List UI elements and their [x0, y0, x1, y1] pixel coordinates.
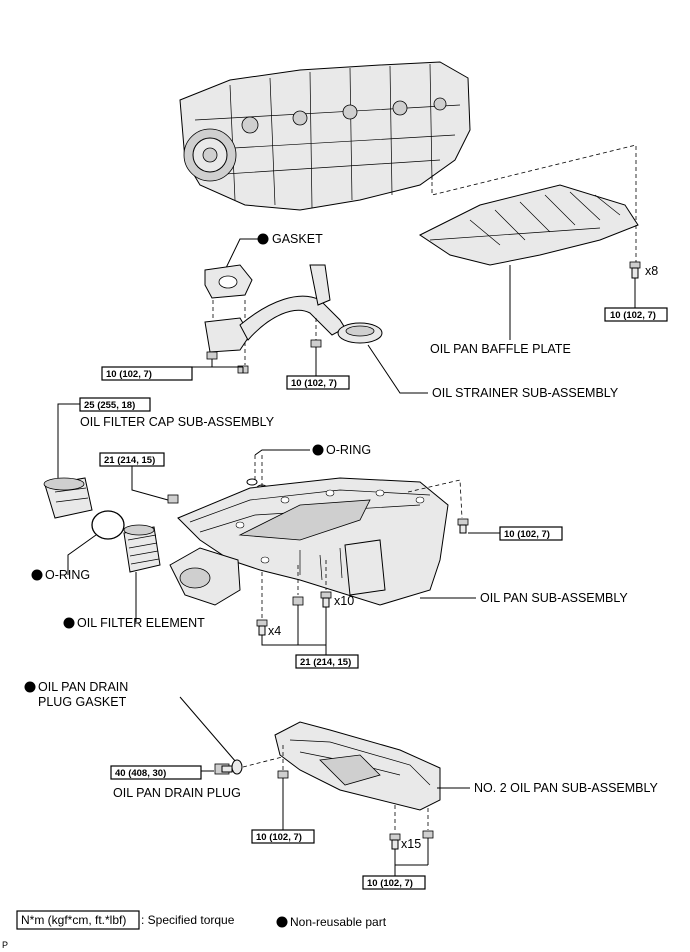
- corner-code: P: [2, 940, 8, 950]
- pan-bolt-x4-icon: [256, 619, 268, 636]
- strainer-nut-icon: [310, 339, 322, 348]
- no2-pan-bolts-torque: 10 (102, 7): [367, 878, 413, 889]
- strainer-torque: 10 (102, 7): [291, 378, 337, 389]
- gasket-nonreusable-dot: [257, 233, 269, 245]
- filter-o-ring-illustration: [91, 510, 125, 540]
- oil-pan-sub-assembly-label: OIL PAN SUB-ASSEMBLY: [480, 591, 628, 605]
- pan-bolt-right-torque: 10 (102, 7): [504, 529, 550, 540]
- oil-strainer-illustration: [204, 264, 383, 353]
- pan-bolts-bottom-torque-box: [295, 654, 359, 669]
- no2-pan-bolts-torque-box: [362, 875, 426, 890]
- gasket-torque-box: [101, 366, 193, 381]
- pan-bolt-x4-count: x4: [268, 624, 281, 638]
- no2-oil-pan-illustration: [274, 721, 441, 811]
- no2-pan-bolt-count: x15: [401, 837, 421, 851]
- no2-pan-stud-icon: [422, 830, 434, 839]
- filter-o-ring-label: O-RING: [45, 568, 90, 582]
- drain-plug-gasket-label-line1: OIL PAN DRAIN: [38, 680, 128, 694]
- strainer-torque-box: [286, 375, 350, 390]
- oil-filter-element-illustration: [123, 524, 161, 573]
- baffle-bolt-icon: [629, 261, 641, 279]
- oil-filter-element-label: OIL FILTER ELEMENT: [77, 616, 205, 630]
- no2-pan-nut-icon: [277, 770, 289, 779]
- legend-torque-text: : Specified torque: [141, 913, 235, 927]
- pan-stud-left-icon: [167, 494, 179, 504]
- pan-stud-bottom-icon: [292, 596, 304, 606]
- baffle-torque: 10 (102, 7): [610, 310, 656, 321]
- legend-torque-box: [16, 910, 140, 930]
- pan-bolt-x10-count: x10: [334, 594, 354, 608]
- oil-filter-cap-label: OIL FILTER CAP SUB-ASSEMBLY: [80, 415, 275, 429]
- oil-pan-drain-plug-illustration: [214, 759, 243, 775]
- baffle-torque-box: [604, 307, 668, 322]
- pan-bolt-right-torque-box: [499, 526, 563, 541]
- no2-pan-nut-torque-box: [251, 829, 315, 844]
- pan-bolt-x10-icon: [320, 591, 332, 608]
- filter-cap-torque: 25 (255, 18): [84, 400, 135, 411]
- gasket-nut-left-icon: [206, 351, 218, 360]
- drain-plug-gasket-label-line2: PLUG GASKET: [38, 695, 127, 709]
- legend-nonreusable-dot: [276, 916, 288, 928]
- pan-o-ring-label: O-RING: [326, 443, 371, 457]
- pan-stud-left-torque: 21 (214, 15): [104, 455, 155, 466]
- oil-strainer-sub-assembly-label: OIL STRAINER SUB-ASSEMBLY: [432, 386, 619, 400]
- drain-plug-gasket-nonreusable-dot: [24, 681, 36, 693]
- baffle-bolt-count: x8: [645, 264, 658, 278]
- oil-filter-element-nonreusable-dot: [63, 617, 75, 629]
- oil-pan-sub-assembly-illustration: [169, 477, 449, 606]
- engine-to-baffle-guide: [431, 144, 637, 225]
- oil-filter-cap-illustration: [43, 477, 93, 519]
- pan-o-ring-nonreusable-dot: [312, 444, 324, 456]
- oil-pan-baffle-plate-label: OIL PAN BAFFLE PLATE: [430, 342, 571, 356]
- engine-block-illustration: [179, 61, 471, 211]
- oil-pan-baffle-plate-illustration: [419, 184, 639, 266]
- pan-o-ring-a-icon: [246, 478, 258, 486]
- no2-pan-nut-torque: 10 (102, 7): [256, 832, 302, 843]
- filter-o-ring-nonreusable-dot: [31, 569, 43, 581]
- gasket-torque: 10 (102, 7): [106, 369, 152, 380]
- pan-bolt-right-icon: [457, 518, 469, 534]
- no2-oil-pan-sub-assembly-label: NO. 2 OIL PAN SUB-ASSEMBLY: [474, 781, 659, 795]
- no2-pan-bolt-icon: [389, 833, 401, 850]
- gasket-label: GASKET: [272, 232, 323, 246]
- drain-plug-torque: 40 (408, 30): [115, 768, 166, 779]
- legend-nonreusable-text: Non-reusable part: [290, 915, 387, 929]
- oil-pan-drain-plug-label: OIL PAN DRAIN PLUG: [113, 786, 241, 800]
- drain-plug-torque-box: [110, 765, 202, 780]
- legend-torque-unit: N*m (kgf*cm, ft.*lbf): [21, 913, 126, 927]
- pan-bolts-bottom-torque: 21 (214, 15): [300, 657, 351, 668]
- gasket-illustration: [204, 264, 253, 299]
